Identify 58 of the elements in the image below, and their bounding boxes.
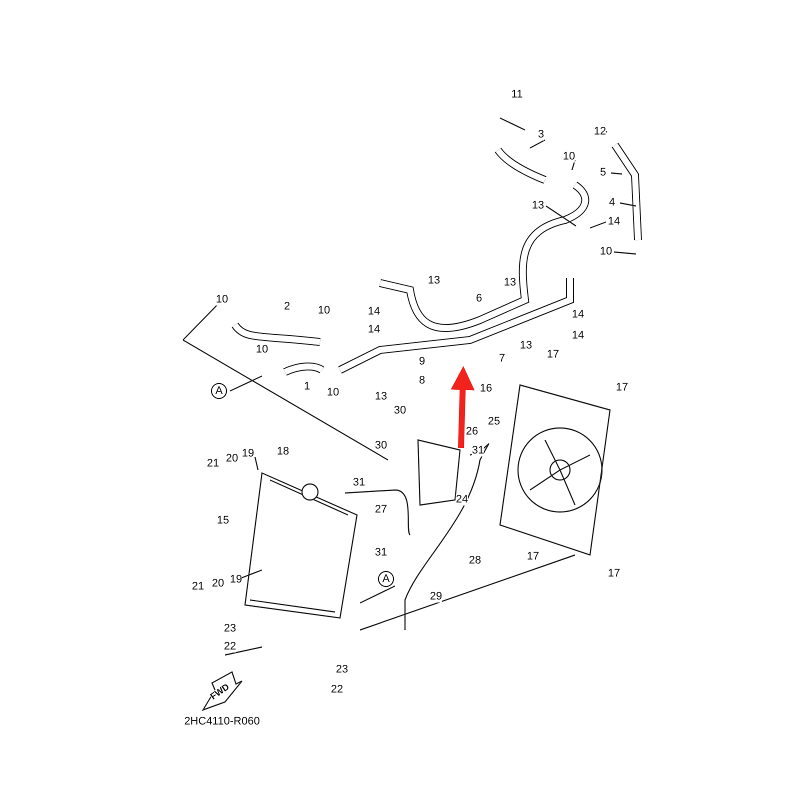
callout-number: 8 — [418, 376, 426, 386]
callout-number: 17 — [616, 382, 628, 394]
callout-number: 27 — [374, 504, 388, 516]
callout-number: 22 — [224, 642, 236, 652]
callout-number: 10 — [562, 152, 576, 162]
callout-number: 14 — [572, 330, 584, 342]
callout-number: 10 — [326, 388, 340, 398]
callout-number: 6 — [476, 294, 482, 304]
callout-number: 19 — [242, 448, 254, 460]
callout-number: 14 — [368, 324, 380, 336]
callout-number: 28 — [468, 556, 482, 566]
callout-number: 31 — [472, 446, 484, 456]
callout-number: 31 — [352, 478, 366, 488]
callout-number: 5 — [600, 168, 606, 178]
callout-number: 13 — [428, 276, 440, 286]
callout-number: 14 — [572, 310, 584, 320]
callout-number: 7 — [498, 354, 506, 364]
callout-number: 3 — [538, 130, 544, 140]
callout-number: 10 — [600, 246, 612, 258]
drawing-code: 2HC4110-R060 — [184, 716, 260, 728]
callout-number: 4 — [608, 198, 616, 208]
callout-number: 31 — [374, 548, 388, 558]
callout-number: 20 — [226, 454, 238, 464]
callout-number: 10 — [216, 294, 228, 306]
callout-number: 23 — [224, 624, 236, 634]
callout-number: 13 — [532, 200, 544, 212]
callout-number: 29 — [430, 592, 442, 602]
callout-number: 16 — [480, 384, 492, 394]
reference-mark: A — [211, 383, 227, 399]
callout-number: 23 — [336, 664, 348, 676]
callout-number: 30 — [394, 406, 406, 416]
callout-number: 13 — [520, 340, 532, 352]
callout-number: 17 — [546, 350, 560, 360]
callout-number: 13 — [504, 278, 516, 288]
reference-mark: A — [378, 571, 394, 587]
callout-number: 13 — [374, 392, 388, 402]
callout-number: 21 — [206, 458, 220, 470]
callout-number: 2 — [284, 302, 290, 312]
callout-number: 22 — [330, 684, 344, 696]
callout-number: 18 — [276, 446, 290, 458]
callout-number: 19 — [230, 574, 242, 586]
callout-number: 1 — [304, 382, 310, 392]
callout-number: 10 — [256, 344, 268, 356]
callout-number: 30 — [374, 440, 388, 452]
callout-number: 14 — [608, 216, 620, 228]
callout-number: 26 — [466, 426, 478, 438]
callout-number: 14 — [368, 306, 380, 318]
callout-number: 12 — [594, 126, 606, 138]
callout-number: 21 — [192, 582, 204, 592]
callout-number: 11 — [511, 90, 523, 100]
callout-number: 20 — [212, 578, 224, 590]
callout-number: 17 — [526, 552, 540, 562]
callout-number: 10 — [318, 306, 330, 316]
callout-number: 9 — [418, 356, 426, 368]
callout-number: 15 — [216, 516, 230, 526]
callout-number: 25 — [488, 416, 500, 428]
callout-number: 24 — [456, 494, 468, 506]
callout-number: 17 — [608, 568, 620, 580]
